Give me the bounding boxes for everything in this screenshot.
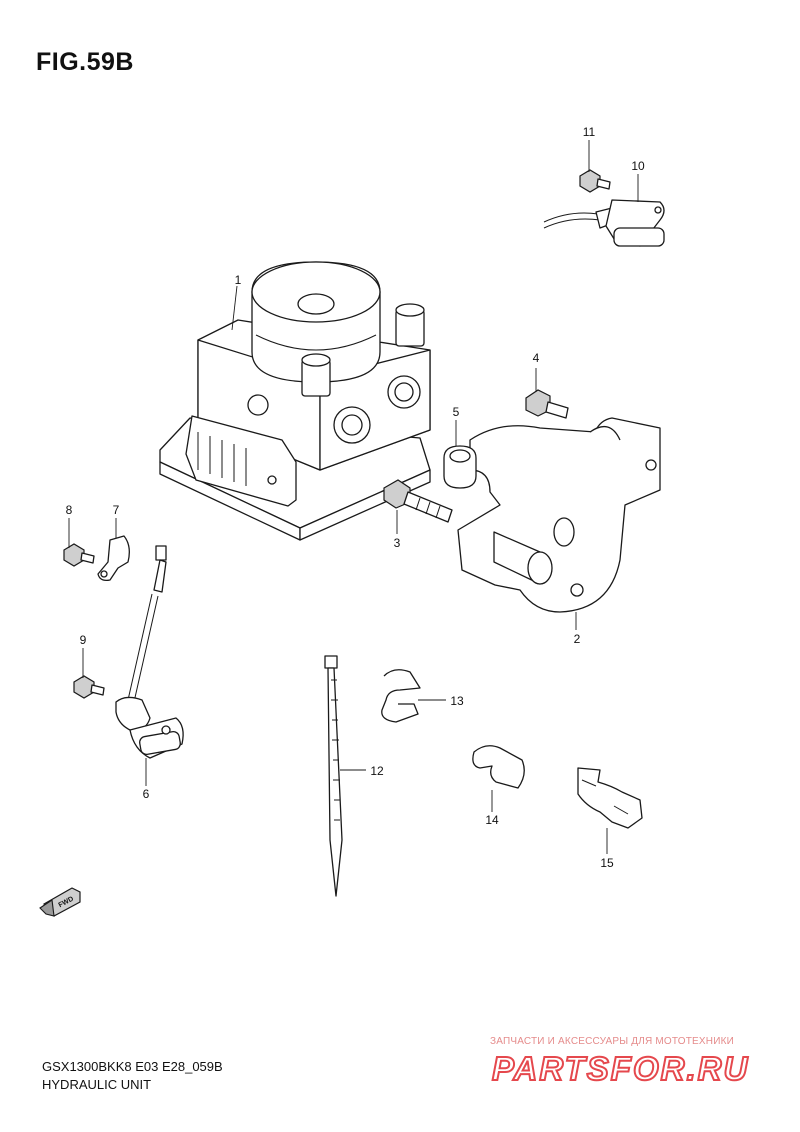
part-5-cushion[interactable] [443, 445, 477, 489]
part-number-3: 3 [394, 536, 401, 550]
part-6-front-wheel-sensor[interactable] [115, 545, 184, 759]
part-7-clamp[interactable] [97, 535, 130, 582]
part-number-8: 8 [66, 503, 73, 517]
part-12-cable-tie[interactable] [324, 655, 343, 897]
part-15-clamp[interactable] [577, 767, 643, 829]
watermark-logo-text: PARTSFOR.RU [492, 1050, 749, 1087]
part-number-1: 1 [235, 273, 242, 287]
part-13-clamp[interactable] [381, 669, 421, 723]
part-number-5: 5 [453, 405, 460, 419]
part-1-hydraulic-unit[interactable] [159, 261, 431, 541]
part-number-11: 11 [583, 125, 596, 139]
part-3-bolt[interactable] [383, 479, 453, 523]
part-number-14: 14 [485, 813, 499, 827]
leader-lines [68, 140, 639, 854]
part-number-9: 9 [80, 633, 87, 647]
part-number-2: 2 [574, 632, 581, 646]
watermark-caption: ЗАПЧАСТИ И АКСЕССУАРЫ ДЛЯ МОТОТЕХНИКИ [490, 1036, 735, 1047]
part-number-10: 10 [631, 159, 645, 173]
figure-title: FIG.59B [36, 48, 134, 76]
part-number-labels: 1 2 3 4 5 6 7 8 9 10 11 12 13 14 15 [66, 125, 645, 870]
part-number-6: 6 [143, 787, 150, 801]
part-number-13: 13 [450, 694, 464, 708]
part-number-7: 7 [113, 503, 120, 517]
part-10-rear-wheel-sensor[interactable] [543, 199, 665, 247]
model-code: GSX1300BKK8 E03 E28_059B [42, 1059, 223, 1074]
part-number-12: 12 [370, 764, 384, 778]
unit-name: HYDRAULIC UNIT [42, 1077, 152, 1092]
part-2-bracket[interactable] [457, 417, 661, 613]
part-14-clamp[interactable] [472, 745, 525, 789]
fwd-arrow-icon: FWD [39, 887, 81, 917]
part-9-bolt[interactable] [73, 675, 105, 699]
part-number-4: 4 [533, 351, 540, 365]
watermark-logo: PARTSFOR.RU [491, 1049, 749, 1088]
part-4-bolt[interactable] [525, 389, 569, 419]
part-11-bolt[interactable] [579, 169, 611, 193]
part-8-bolt[interactable] [63, 543, 95, 567]
part-number-15: 15 [600, 856, 614, 870]
